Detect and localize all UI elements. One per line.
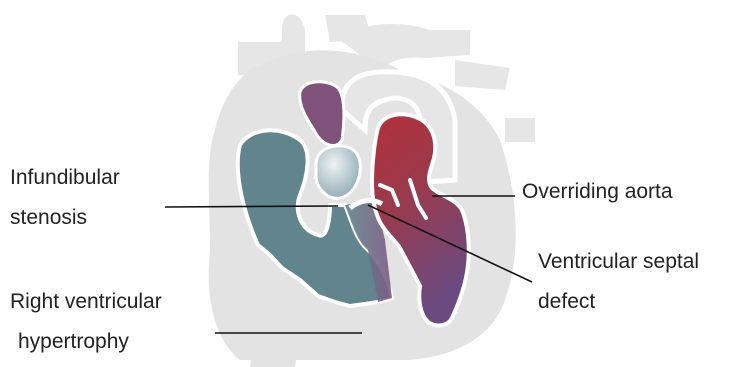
right-ventricular-hypertrophy-label-line1: Right ventricular (10, 282, 162, 322)
overriding-aorta-label: Overriding aorta (522, 172, 673, 212)
infundibular-stenosis-label: Infundibular stenosis (10, 158, 120, 238)
infundibular-stenosis-label-line2: stenosis (10, 198, 120, 238)
pulmonary-valve (316, 146, 360, 198)
ventricular-septal-defect-label-line1: Ventricular septal (538, 242, 699, 282)
infundibular-stenosis-label-line1: Infundibular (10, 158, 120, 198)
inferior-vena-cava (250, 330, 300, 367)
infundibular-stenosis-leader (165, 206, 338, 207)
right-ventricular-hypertrophy-label: Right ventricular hypertrophy (10, 282, 162, 362)
overriding-aorta-label-line1: Overriding aorta (522, 172, 673, 212)
right-ventricular-hypertrophy-label-line2: hypertrophy (10, 322, 162, 362)
ventricular-septal-defect-label-line2: defect (538, 282, 699, 322)
ventricular-septal-defect-label: Ventricular septal defect (538, 242, 699, 322)
